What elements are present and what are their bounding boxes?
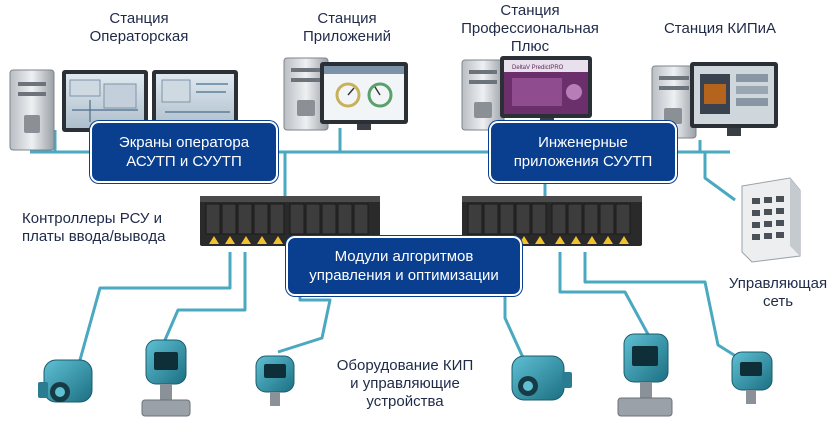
engineering-apps-line-1: Инженерные xyxy=(538,134,628,151)
controller-rack-right xyxy=(462,196,642,246)
station-operator-line-2: Операторская xyxy=(89,28,189,45)
control-network-line-2: сеть xyxy=(762,293,794,310)
station-professional-line-3: Плюс xyxy=(510,38,550,55)
field-devices-line-1: Оборудование КИП xyxy=(336,357,474,374)
operator-station-computer xyxy=(9,69,238,151)
station-applications-label: Станция Приложений xyxy=(282,10,412,46)
controllers-line-1: Контроллеры РСУ и xyxy=(22,210,162,227)
control-modules-line-2: управления и оптимизации xyxy=(309,267,499,284)
kipia-station-computer xyxy=(651,62,778,139)
deltav-banner-text: DeltaV PredictPRO xyxy=(512,65,564,71)
station-kipia-line-1: Станция КИПиА xyxy=(663,20,777,37)
controllers-line-2: платы ввода/вывода xyxy=(22,228,166,245)
field-devices-line-2: и управляющие xyxy=(350,375,460,392)
control-modules-box: Модули алгоритмов управления и оптимизац… xyxy=(286,236,522,296)
engineering-apps-box: Инженерные приложения СУУТП xyxy=(489,121,677,183)
field-cable-6 xyxy=(583,252,743,362)
cable-to-switch xyxy=(703,152,736,202)
network-switch xyxy=(741,177,801,263)
professional-station-computer: DeltaV PredictPRO xyxy=(461,56,592,131)
controller-rack-left xyxy=(200,196,380,246)
field-devices-label: Оборудование КИП и управляющие устройств… xyxy=(320,357,490,411)
station-operator-label: Станция Операторская xyxy=(74,10,204,46)
field-device-1 xyxy=(38,359,93,403)
control-network-line-1: Управляющая xyxy=(728,275,828,292)
station-operator-line-1: Станция xyxy=(109,10,169,27)
station-applications-line-1: Станция xyxy=(317,10,377,27)
field-device-5 xyxy=(617,333,673,417)
operator-screens-box: Экраны оператора АСУТП и СУУТП xyxy=(90,121,278,183)
station-professional-line-2: Профессиональная xyxy=(461,20,599,37)
operator-screens-line-1: Экраны оператора xyxy=(118,134,250,151)
station-professional-label: Станция Профессиональная Плюс xyxy=(450,2,610,56)
station-professional-line-1: Станция xyxy=(500,2,560,19)
field-device-6 xyxy=(731,351,773,404)
station-kipia-label: Станция КИПиА xyxy=(650,20,790,38)
field-cable-2 xyxy=(163,252,247,341)
operator-screens-line-2: АСУТП и СУУТП xyxy=(126,153,242,170)
field-device-4 xyxy=(511,355,572,401)
field-cable-5 xyxy=(558,252,652,339)
station-applications-line-2: Приложений xyxy=(302,28,391,45)
field-devices-line-3: устройства xyxy=(366,393,444,410)
field-device-3 xyxy=(255,355,295,406)
field-cable-1 xyxy=(73,252,232,379)
control-modules-line-1: Модули алгоритмов xyxy=(334,248,474,265)
control-network-label: Управляющая сеть xyxy=(718,275,838,311)
controllers-label: Контроллеры РСУ и платы ввода/вывода xyxy=(22,210,202,246)
application-station-computer xyxy=(283,57,408,131)
field-device-2 xyxy=(141,339,191,417)
engineering-apps-line-2: приложения СУУТП xyxy=(513,153,653,170)
